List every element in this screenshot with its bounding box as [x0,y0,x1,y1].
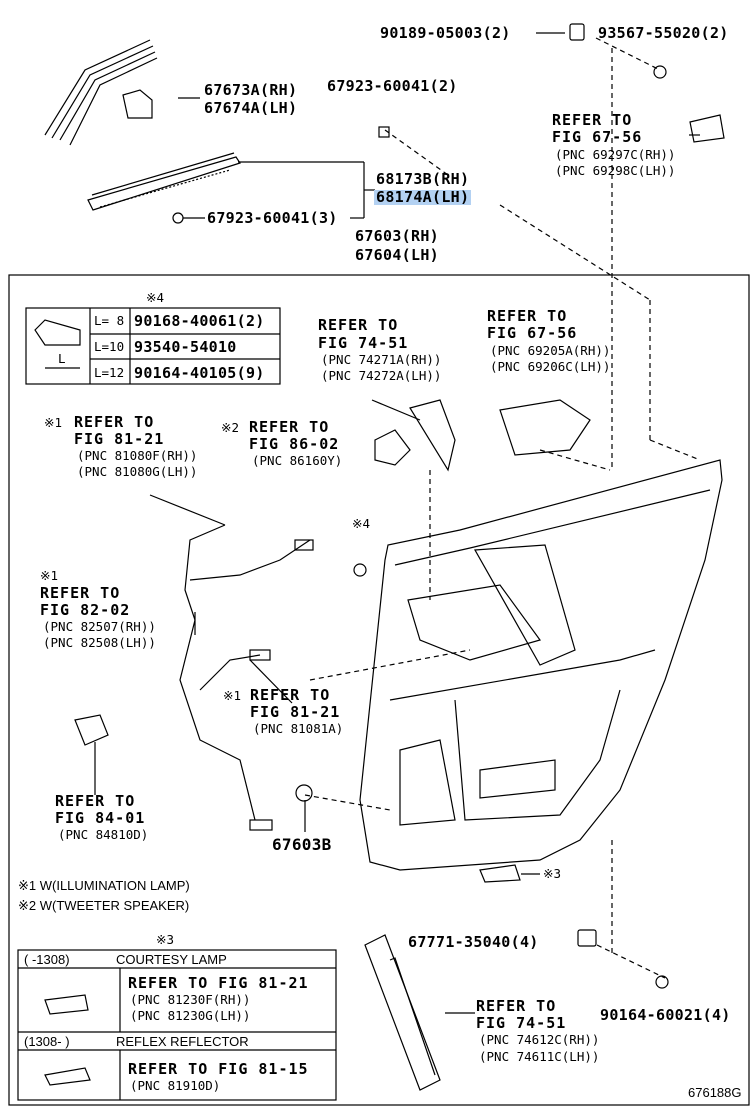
row2-range: (1308- ) [24,1034,70,1049]
ref-81-21-b-pnc1: (PNC 81081A) [253,721,344,736]
note-2: ※2 W(TWEETER SPEAKER) [18,898,190,913]
part-67673a: 67673A(RH) [204,81,298,99]
pnc-69298c: (PNC 69298C(LH)) [555,163,676,178]
clip-len-2: L=12 [94,365,125,380]
ref-67-56-b-line2: FIG 67-56 [487,324,578,342]
part-67923-low: 67923-60041(3) [207,209,338,227]
ref-74-51-b-line1: REFER TO [476,997,557,1015]
ref-81-21-b-mark: ※1 [223,688,241,703]
clip-part-1: 93540-54010 [134,338,237,356]
ref-81-21-a-pnc2: (PNC 81080G(LH)) [77,464,198,479]
fig-67-56-label: FIG 67-56 [552,128,643,146]
mark-4: ※4 [352,516,370,531]
row1-pnc2: (PNC 81230G(LH)) [130,1008,251,1023]
ref-81-21-b-line1: REFER TO [250,686,331,704]
ref-81-21-a-pnc1: (PNC 81080F(RH)) [77,448,198,463]
clip-part-0: 90168-40061(2) [134,312,265,330]
ref-67-56-b-line1: REFER TO [487,307,568,325]
ref-74-51-a-pnc1: (PNC 74271A(RH)) [321,352,442,367]
ref-74-51-b-pnc1: (PNC 74612C(RH)) [479,1032,600,1047]
ref-81-21-a-mark: ※1 [44,415,62,430]
row2-pnc1: (PNC 81910D) [130,1078,221,1093]
clip-table-header: ※4 [146,290,164,305]
ref-74-51-a-pnc2: (PNC 74272A(LH)) [321,368,442,383]
note-1: ※1 W(ILLUMINATION LAMP) [18,878,190,893]
ref-74-51-a-line2: FIG 74-51 [318,334,409,352]
ref-84-01-line1: REFER TO [55,792,136,810]
ref-82-02-line1: REFER TO [40,584,121,602]
ref-86-02-line2: FIG 86-02 [249,435,340,453]
row1-range: ( -1308) [24,952,70,967]
row1-pnc1: (PNC 81230F(RH)) [130,992,251,1007]
part-67923-top: 67923-60041(2) [327,77,458,95]
part-68174a-highlighted[interactable]: 68174A(LH) [374,188,472,206]
row2-title: REFLEX REFLECTOR [116,1034,249,1049]
ref-86-02-pnc1: (PNC 86160Y) [252,453,343,468]
part-67771: 67771-35040(4) [408,933,539,951]
ref-67-56-b-pnc2: (PNC 69206C(LH)) [490,359,611,374]
refer-to-label: REFER TO [552,111,633,129]
diagram-id: 676188G [688,1085,742,1100]
mark-3: ※3 [543,866,561,881]
ref-82-02-line2: FIG 82-02 [40,601,131,619]
ref-86-02-line1: REFER TO [249,418,330,436]
bottom-table-header: ※3 [156,932,174,947]
ref-74-51-b-line2: FIG 74-51 [476,1014,567,1032]
part-67674a: 67674A(LH) [204,99,298,117]
part-93567: 93567-55020(2) [598,24,729,42]
ref-81-21-b-line2: FIG 81-21 [250,703,341,721]
part-68173b: 68173B(RH) [376,170,470,188]
part-67603: 67603(RH) [355,227,439,245]
part-67604: 67604(LH) [355,246,439,264]
row1-ref: REFER TO FIG 81-21 [128,974,309,992]
row1-title: COURTESY LAMP [116,952,227,967]
ref-84-01-pnc1: (PNC 84810D) [58,827,149,842]
ref-67-56-b-pnc1: (PNC 69205A(RH)) [490,343,611,358]
ref-82-02-pnc1: (PNC 82507(RH)) [43,619,156,634]
ref-74-51-a-line1: REFER TO [318,316,399,334]
ref-84-01-line2: FIG 84-01 [55,809,146,827]
ref-86-02-mark: ※2 [221,420,239,435]
ref-82-02-mark: ※1 [40,568,58,583]
ref-81-21-a-line2: FIG 81-21 [74,430,165,448]
part-90164: 90164-60021(4) [600,1006,731,1024]
clip-part-2: 90164-40105(9) [134,364,265,382]
main-frame [8,274,750,1106]
ref-74-51-b-pnc2: (PNC 74611C(LH)) [479,1049,600,1064]
part-67603b: 67603B [272,835,332,854]
ref-82-02-pnc2: (PNC 82508(LH)) [43,635,156,650]
ref-81-21-a-line1: REFER TO [74,413,155,431]
part-90189: 90189-05003(2) [380,24,511,42]
clip-dim-label: L [58,351,66,366]
clip-len-0: L= 8 [94,313,125,328]
pnc-69297c: (PNC 69297C(RH)) [555,147,676,162]
clip-len-1: L=10 [94,339,125,354]
row2-ref: REFER TO FIG 81-15 [128,1060,309,1078]
